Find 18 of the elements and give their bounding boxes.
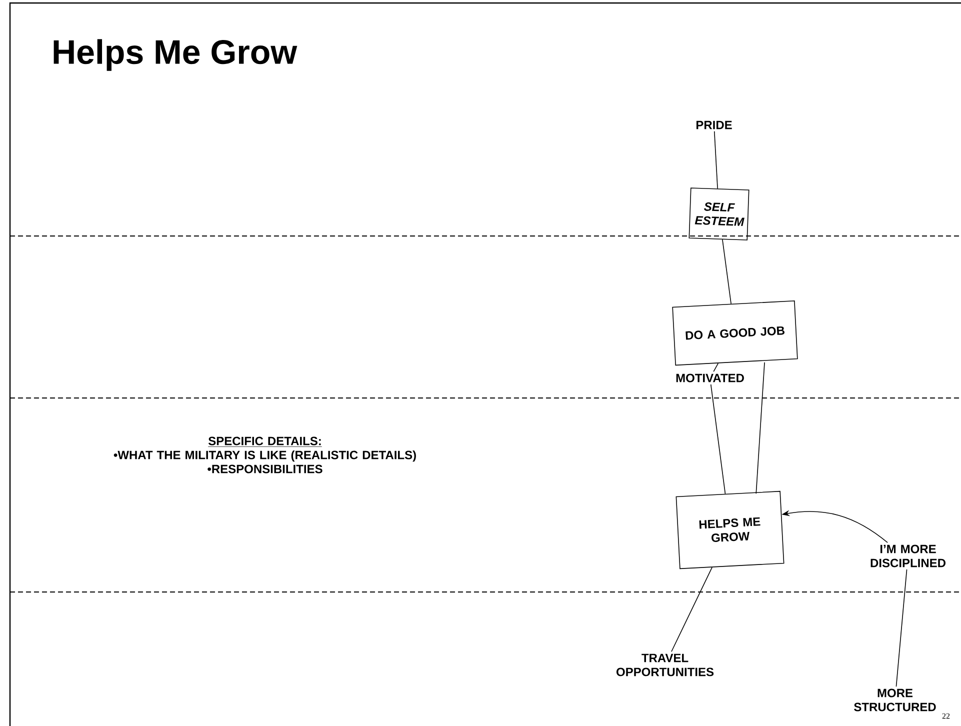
page-number: 22	[942, 713, 950, 719]
concept-label: PRIDE	[696, 120, 732, 130]
details-text: SPECIFIC DETAILS: •WHAT THE MILITARY IS LIKE (REALISTIC DETAILS) •RESPONSIBILITIES	[114, 436, 416, 474]
connector	[722, 239, 732, 304]
concept-box: DO A GOOD JOB	[672, 300, 798, 366]
concept-box: SELF ESTEEM	[688, 188, 750, 240]
connector	[710, 384, 726, 494]
concept-box: HELPS ME GROW	[676, 490, 784, 570]
connector	[713, 362, 719, 372]
connector	[714, 130, 718, 189]
concept-label: TRAVEL OPPORTUNITIES	[616, 654, 714, 676]
connector	[671, 567, 712, 652]
title: Helps Me Grow	[54, 39, 298, 71]
connector	[756, 362, 765, 494]
concept-label: MORE STRUCTURED	[854, 688, 936, 712]
connector	[896, 569, 908, 687]
concept-label: I’M MORE DISCIPLINED	[870, 544, 946, 568]
concept-label: MOTIVATED	[676, 374, 744, 382]
